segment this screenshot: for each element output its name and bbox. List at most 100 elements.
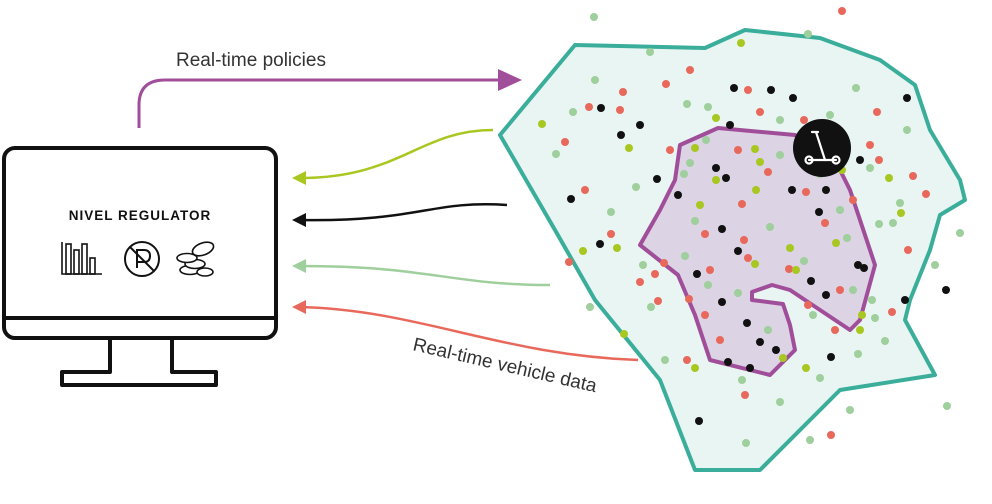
vehicle-dot	[885, 174, 893, 182]
vehicle-dot	[756, 108, 764, 116]
vehicle-dot	[866, 141, 874, 149]
vehicle-dot	[591, 76, 599, 84]
vehicle-dot	[586, 303, 594, 311]
vehicle-dot	[767, 86, 775, 94]
data-arrow-lightgreen	[292, 259, 551, 287]
vehicle-dot	[858, 311, 866, 319]
data-arrow-lime	[292, 128, 494, 185]
vehicle-dot	[889, 219, 897, 227]
vehicle-dot	[607, 208, 615, 216]
vehicle-dot	[718, 298, 726, 306]
vehicle-dot	[751, 145, 759, 153]
vehicle-dot	[620, 330, 628, 338]
vehicle-dots	[538, 7, 964, 447]
vehicle-dot	[903, 126, 911, 134]
vehicle-dot	[674, 191, 682, 199]
vehicle-dot	[738, 376, 746, 384]
vehicle-dot	[756, 338, 764, 346]
vehicle-dot	[734, 146, 742, 154]
vehicle-dot	[852, 84, 860, 92]
vehicle-dot	[849, 196, 857, 204]
vehicle-dot	[712, 176, 720, 184]
vehicle-dot	[756, 158, 764, 166]
vehicle-dot	[552, 150, 560, 158]
vehicle-dot	[701, 230, 709, 238]
vehicle-dot	[702, 136, 710, 144]
vehicle-dot	[616, 106, 624, 114]
vehicle-dot	[846, 406, 854, 414]
vehicle-dot	[660, 259, 668, 267]
vehicle-dot	[636, 121, 644, 129]
vehicle-dot	[683, 100, 691, 108]
vehicle-dot	[766, 223, 774, 231]
vehicle-dot	[764, 326, 772, 334]
vehicle-dot	[686, 66, 694, 74]
monitor-title: NIVEL REGULATOR	[69, 208, 212, 223]
vehicle-dot	[680, 170, 688, 178]
vehicle-dot	[807, 277, 815, 285]
vehicle-dot	[792, 266, 800, 274]
vehicle-dot	[712, 164, 720, 172]
vehicle-dot	[772, 346, 780, 354]
vehicle-dot	[636, 278, 644, 286]
vehicle-dot	[646, 48, 654, 56]
vehicle-dot	[693, 270, 701, 278]
vehicle-dot	[738, 200, 746, 208]
vehicle-dot	[691, 217, 699, 225]
vehicle-dot	[704, 103, 712, 111]
vehicle-dot	[685, 295, 693, 303]
vehicle-dot	[653, 175, 661, 183]
vehicle-dot	[821, 219, 829, 227]
vehicle-dot	[856, 326, 864, 334]
vehicle-dot	[718, 225, 726, 233]
vehicle-dot	[691, 144, 699, 152]
vehicle-dot	[625, 144, 633, 152]
vehicle-dot	[788, 186, 796, 194]
vehicle-dot	[722, 174, 730, 182]
vehicle-dot	[579, 247, 587, 255]
policies-arrow	[137, 69, 522, 128]
vehicle-dot	[691, 364, 699, 372]
vehicle-dot	[730, 84, 738, 92]
vehicle-dot	[896, 199, 904, 207]
vehicle-dot	[734, 289, 742, 297]
bar-chart-icon	[61, 242, 102, 275]
vehicle-dot	[909, 172, 917, 180]
vehicle-dot	[744, 86, 752, 94]
vehicle-dot	[881, 337, 889, 345]
vehicle-dot	[581, 186, 589, 194]
vehicle-dot	[802, 364, 810, 372]
vehicle-dot	[569, 108, 577, 116]
vehicle-dot	[826, 111, 834, 119]
vehicle-dot	[567, 195, 575, 203]
vehicle-dot	[764, 168, 772, 176]
vehicle-dot	[607, 230, 615, 238]
vehicle-dot	[734, 247, 742, 255]
vehicle-dot	[726, 121, 734, 129]
vehicle-dot	[704, 281, 712, 289]
vehicle-dot	[866, 164, 874, 172]
vehicle-dot	[724, 358, 732, 366]
vehicle-dot	[746, 364, 754, 372]
vehicle-dot	[743, 319, 751, 327]
vehicle-dot	[789, 94, 797, 102]
vehicle-dot	[809, 311, 817, 319]
vehicle-dot	[742, 439, 750, 447]
vehicle-dot	[712, 114, 720, 122]
vehicle-dot	[565, 258, 573, 266]
vehicle-dot	[776, 116, 784, 124]
vehicle-dot	[888, 308, 896, 316]
vehicle-dot	[831, 326, 839, 334]
vehicle-dot	[538, 120, 546, 128]
vehicle-dot	[827, 353, 835, 361]
vehicle-data-label: Real-time vehicle data	[411, 334, 599, 397]
vehicle-dot	[802, 188, 810, 196]
vehicle-dot	[836, 286, 844, 294]
vehicle-dot	[897, 209, 905, 217]
vehicle-dot	[613, 244, 621, 252]
vehicle-dot	[590, 13, 598, 21]
vehicle-dot	[875, 156, 883, 164]
vehicle-dot	[701, 311, 709, 319]
vehicle-dot	[816, 374, 824, 382]
vehicle-dot	[696, 201, 704, 209]
